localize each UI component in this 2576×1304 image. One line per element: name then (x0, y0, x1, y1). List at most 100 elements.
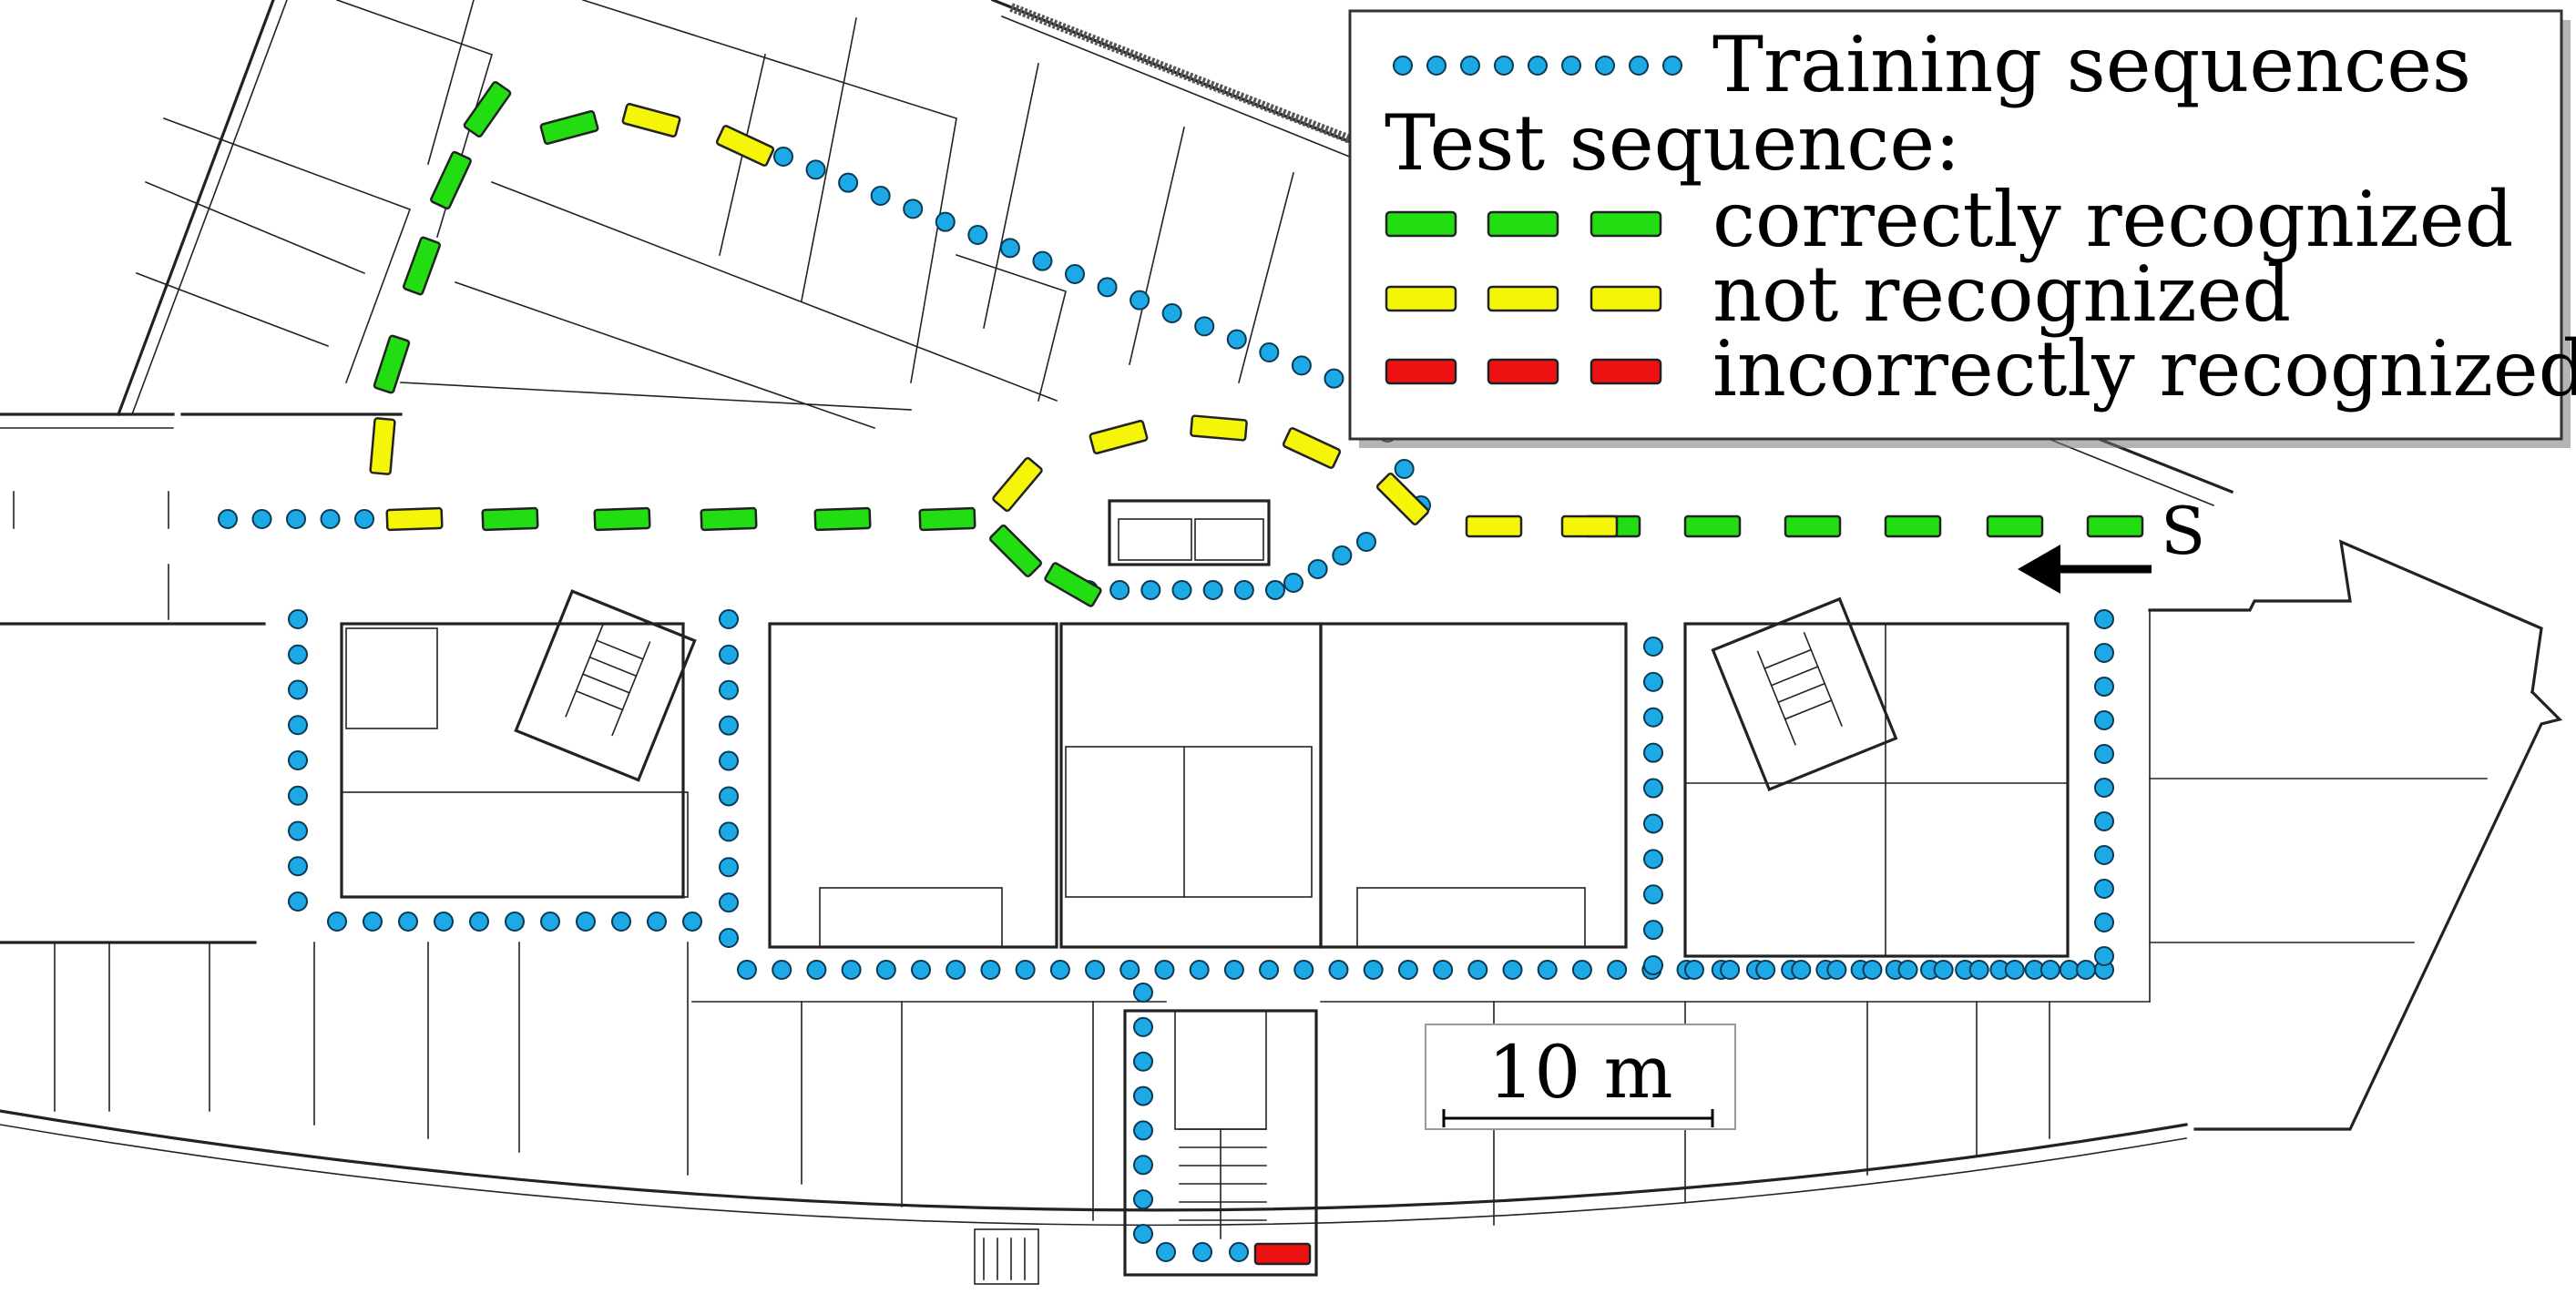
training-dot (1397, 960, 1418, 980)
training-dot (1161, 303, 1182, 323)
training-dot (1194, 316, 1215, 337)
training-dot (903, 199, 924, 219)
training-dot (576, 912, 596, 932)
test-segment (1784, 514, 1842, 538)
training-dot (1133, 1051, 1153, 1072)
training-dot (1791, 960, 1812, 980)
training-dot (1394, 459, 1415, 479)
training-dot (1130, 290, 1150, 311)
test-segment (402, 236, 442, 296)
start-marker: S (2161, 493, 2205, 569)
training-dot (1229, 1242, 1249, 1262)
training-dot (1140, 580, 1161, 600)
test-segment (1089, 420, 1149, 454)
training-dot (1571, 960, 1592, 980)
training-dot (1307, 559, 1328, 579)
legend-incorrect-marker (1385, 358, 1662, 385)
training-dot (363, 912, 383, 932)
training-dot (540, 912, 560, 932)
training-dot (251, 509, 272, 529)
training-dot (1643, 955, 1663, 975)
training-dot (1259, 342, 1280, 362)
training-dot (1133, 1189, 1153, 1210)
training-dot (719, 644, 739, 665)
training-dot (1171, 580, 1192, 600)
test-segment (813, 506, 872, 532)
training-dot (1233, 580, 1254, 600)
test-segment (430, 150, 472, 210)
training-dot (2076, 960, 2096, 980)
training-dot (682, 912, 702, 932)
legend-training-dot (1561, 56, 1581, 76)
training-dot (288, 820, 308, 841)
training-dot (1643, 920, 1663, 941)
training-dot (288, 609, 308, 629)
training-dot (1684, 960, 1704, 980)
test-segment (593, 506, 651, 532)
training-dot (719, 857, 739, 878)
training-dot (354, 509, 374, 529)
training-dot (946, 960, 966, 980)
training-sequence-path (218, 147, 2114, 1262)
training-dot (1328, 960, 1349, 980)
training-dot (2094, 778, 2114, 798)
training-dot (2004, 960, 2025, 980)
training-dot (1133, 983, 1153, 1003)
training-dot (1537, 960, 1558, 980)
training-dot (999, 238, 1020, 259)
training-dot (719, 928, 739, 948)
training-dot (2094, 609, 2114, 629)
training-dot (1154, 960, 1175, 980)
training-dot (1643, 778, 1663, 799)
legend-training-dot (1595, 56, 1615, 76)
training-dot (1643, 742, 1663, 763)
test-segment (1986, 514, 2044, 538)
training-dot (1226, 329, 1247, 350)
test-sequence-path (369, 81, 2144, 1266)
legend-swatch (1590, 210, 1662, 238)
training-dot (2094, 946, 2114, 966)
training-dot (980, 960, 1001, 980)
training-dot (772, 960, 792, 980)
training-dot (1643, 849, 1663, 870)
legend-not-recognized-marker (1385, 285, 1662, 312)
test-segment (1376, 473, 1429, 525)
legend-swatch (1385, 358, 1457, 385)
training-dot (288, 679, 308, 700)
training-dot (611, 912, 631, 932)
test-segment (481, 506, 539, 532)
training-dot (719, 786, 739, 807)
training-dot (1133, 1016, 1153, 1037)
training-dot (469, 912, 489, 932)
training-dot (1755, 960, 1776, 980)
training-dot (1202, 580, 1223, 600)
test-segment (2086, 514, 2144, 538)
test-segment (918, 506, 976, 532)
training-dot (1192, 1242, 1212, 1262)
training-dot (398, 912, 418, 932)
test-segment (621, 103, 681, 138)
training-dot (1133, 1155, 1153, 1176)
training-dot (2059, 960, 2080, 980)
training-dot (1283, 573, 1303, 593)
legend-training-marker (1393, 56, 1682, 76)
test-segment (369, 417, 396, 475)
test-segment (1190, 414, 1248, 442)
legend-training-dot (1426, 56, 1446, 76)
training-dot (2094, 912, 2114, 932)
test-segment (463, 81, 512, 138)
training-dot (870, 186, 891, 206)
training-dot (1291, 355, 1312, 376)
test-segment (1044, 562, 1102, 607)
test-segment (715, 125, 775, 167)
training-dot (1133, 1224, 1153, 1244)
training-dot (1643, 671, 1663, 692)
training-dot (805, 159, 826, 180)
training-dot (288, 750, 308, 770)
test-segment (1465, 514, 1523, 538)
training-dot (288, 644, 308, 665)
training-dot (1293, 960, 1314, 980)
training-dot (1502, 960, 1523, 980)
test-segment (1683, 514, 1742, 538)
test-segment (700, 506, 758, 532)
